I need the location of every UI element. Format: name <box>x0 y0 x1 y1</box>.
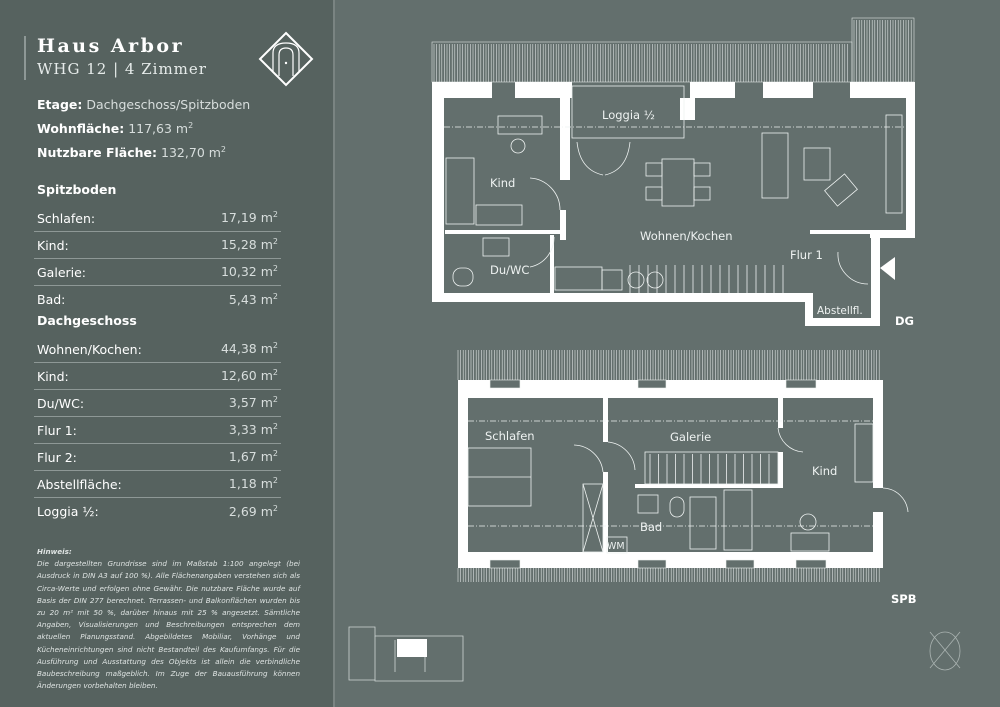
room-label-duwc: Du/WC <box>490 263 529 277</box>
room-name: Wohnen/Kochen: <box>37 341 142 357</box>
room-name: Flur 1: <box>37 422 77 438</box>
room-area: 12,60 m2 <box>220 368 278 384</box>
room-label-galerie: Galerie <box>670 430 711 444</box>
entrance-arrow-icon <box>880 257 895 280</box>
compass-icon <box>929 631 961 671</box>
title-accent-line <box>24 36 26 80</box>
section-title: Dachgeschoss <box>37 313 137 328</box>
room-name: Galerie: <box>37 264 87 280</box>
room-area: 3,57 m2 <box>228 395 278 411</box>
room-name: Loggia ½: <box>37 504 99 519</box>
walls-dg <box>432 82 915 326</box>
room-area: 5,43 m2 <box>228 291 278 308</box>
room-label-kind-dg: Kind <box>490 176 515 190</box>
building-keyplan <box>348 626 464 682</box>
area-row: Kind: 12,60 m2 <box>34 363 281 390</box>
room-area: 17,19 m2 <box>220 210 278 226</box>
room-label-wm: WM <box>607 541 625 552</box>
area-row: Flur 2: 1,67 m2 <box>34 444 281 471</box>
area-row: Schlafen: 17,19 m2 <box>34 205 281 232</box>
room-area: 2,69 m2 <box>228 503 278 520</box>
room-area: 10,32 m2 <box>220 264 278 280</box>
room-name: Kind: <box>37 368 69 384</box>
unit-subtitle: WHG 12 | 4 Zimmer <box>37 60 207 78</box>
project-title: Haus Arbor <box>37 35 185 57</box>
area-row: Du/WC: 3,57 m2 <box>34 390 281 417</box>
room-area: 3,33 m2 <box>228 422 278 438</box>
plan-tag-dg: DG <box>895 314 914 328</box>
room-area: 1,67 m2 <box>228 449 278 465</box>
area-row: Wohnen/Kochen: 44,38 m2 <box>34 336 281 363</box>
panel-divider <box>333 0 335 707</box>
roof-hatch-dg <box>431 17 915 83</box>
room-name: Du/WC: <box>37 395 85 411</box>
room-label-wohnen: Wohnen/Kochen <box>640 229 733 243</box>
area-row: Kind: 15,28 m2 <box>34 232 281 259</box>
plan-tag-spb: SPB <box>891 592 917 606</box>
area-row: Flur 1: 3,33 m2 <box>34 417 281 444</box>
room-name: Schlafen: <box>37 210 96 226</box>
meta-wohnflaeche: Wohnfläche: 117,63 m2 <box>37 121 194 137</box>
room-label-abstell: Abstellfl. <box>817 305 863 317</box>
disclaimer-note: Hinweis:Die dargestellten Grundrisse sin… <box>37 547 300 691</box>
room-name: Bad: <box>37 292 66 307</box>
walls-spb <box>458 380 883 568</box>
meta-nutzbare-flaeche: Nutzbare Fläche: 132,70 m2 <box>37 145 227 161</box>
area-row: Abstellfläche: 1,18 m2 <box>34 471 281 498</box>
info-panel <box>0 0 333 707</box>
diamond-arch-logo <box>258 31 314 87</box>
room-name: Abstellfläche: <box>37 476 122 492</box>
section-title: Spitzboden <box>37 182 117 197</box>
area-row: Loggia ½: 2,69 m2 <box>34 498 281 525</box>
room-area: 44,38 m2 <box>220 341 278 357</box>
room-label-loggia: Loggia ½ <box>602 108 655 122</box>
room-label-schlafen: Schlafen <box>485 429 535 443</box>
area-row: Galerie: 10,32 m2 <box>34 259 281 286</box>
room-name: Kind: <box>37 237 69 253</box>
furniture-dg <box>444 85 905 293</box>
room-label-flur1: Flur 1 <box>790 248 823 262</box>
roof-hatch-spb <box>457 350 880 582</box>
room-label-bad: Bad <box>640 520 662 534</box>
room-label-kind-spb: Kind <box>812 464 837 478</box>
furniture-spb <box>467 420 909 554</box>
area-row: Bad: 5,43 m2 <box>34 286 281 313</box>
room-name: Flur 2: <box>37 449 77 465</box>
room-area: 1,18 m2 <box>228 476 278 492</box>
meta-etage: Etage: Dachgeschoss/Spitzboden <box>37 97 251 112</box>
room-area: 15,28 m2 <box>220 237 278 253</box>
